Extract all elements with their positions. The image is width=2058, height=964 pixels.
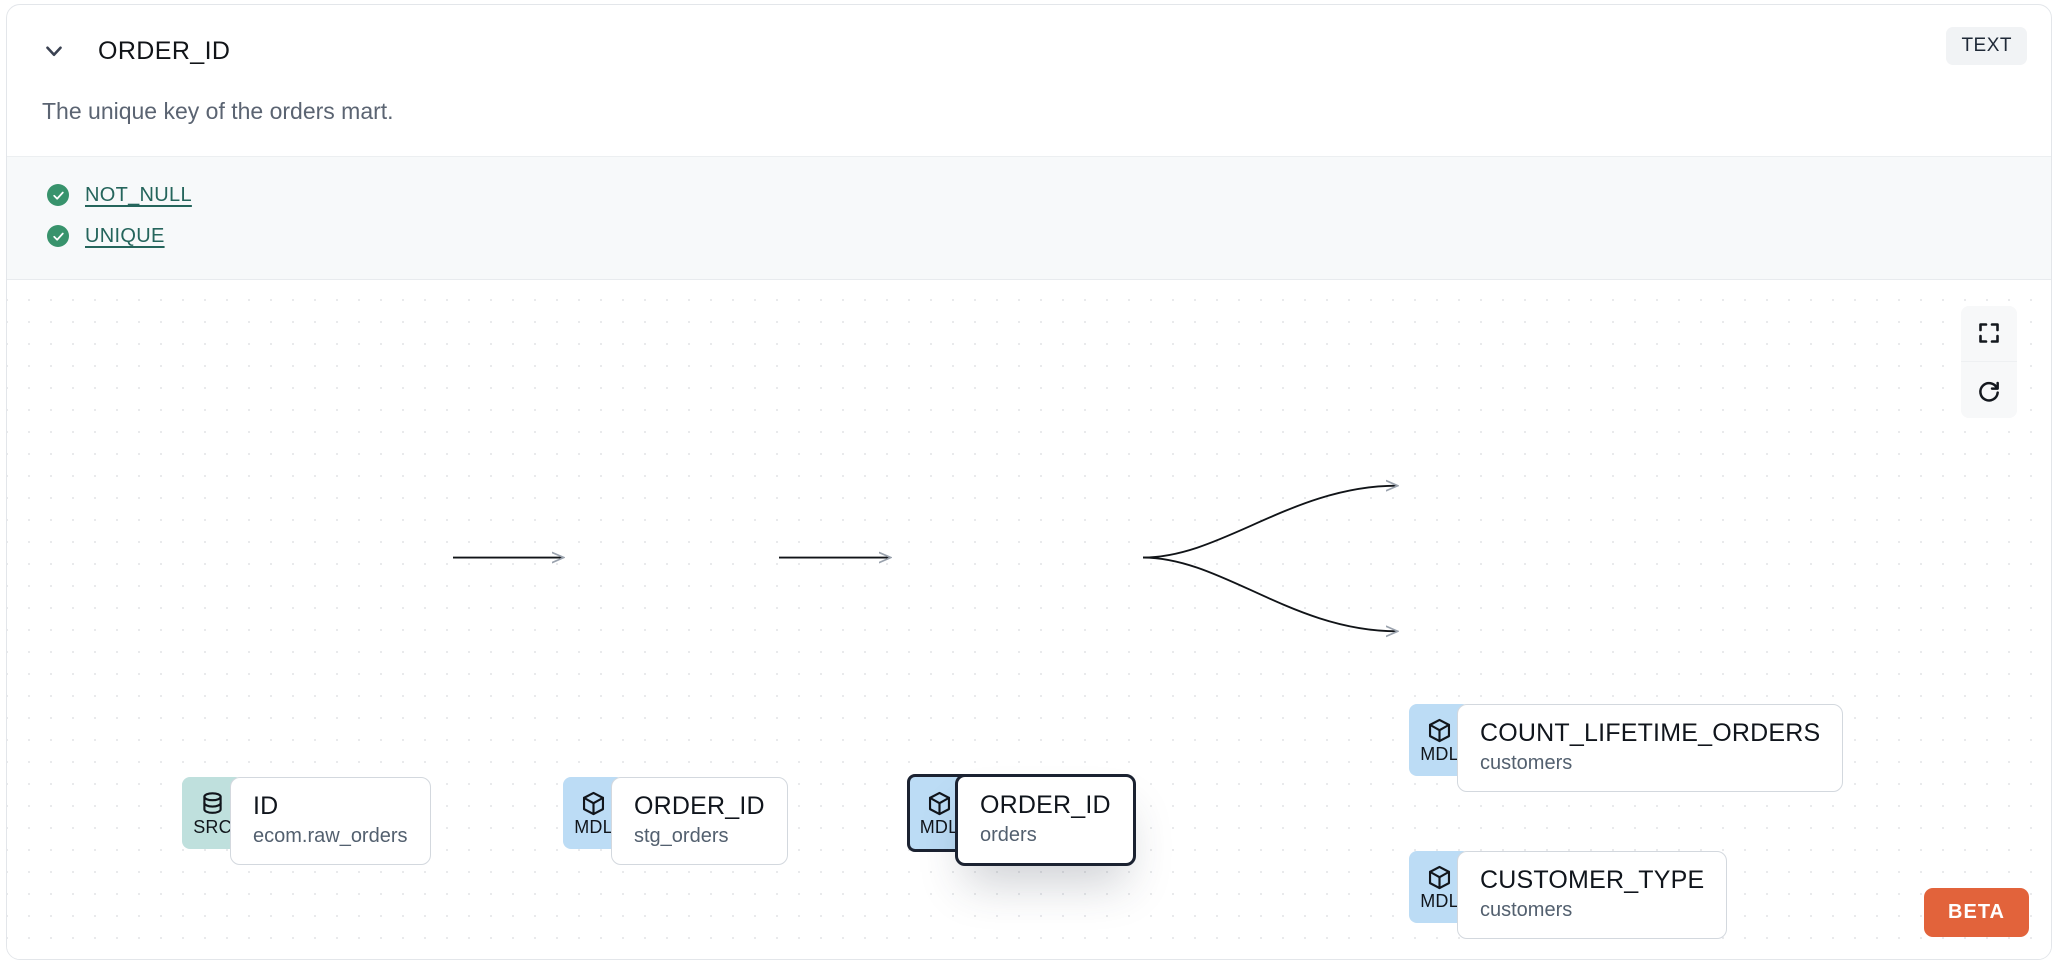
node-body[interactable]: ORDER_ID orders bbox=[955, 773, 1136, 866]
node-kind-label: MDL bbox=[1420, 743, 1459, 764]
node-source-name: customers bbox=[1480, 751, 1573, 774]
node-source-name: customers bbox=[1480, 898, 1573, 921]
node-source-name: stg_orders bbox=[634, 824, 729, 847]
node-column-name: ORDER_ID bbox=[980, 790, 1111, 819]
lineage-node-src-id[interactable]: SRC ID ecom.raw_orders bbox=[182, 776, 431, 865]
test-link-not-null[interactable]: NOT_NULL bbox=[85, 183, 192, 206]
beta-badge[interactable]: BETA bbox=[1924, 888, 2029, 937]
check-circle-icon bbox=[47, 225, 69, 248]
column-description: The unique key of the orders mart. bbox=[42, 98, 394, 124]
node-kind-label: MDL bbox=[1420, 890, 1459, 911]
fullscreen-icon bbox=[1977, 321, 2001, 345]
fit-view-button[interactable] bbox=[1961, 305, 2017, 362]
cube-icon bbox=[580, 790, 607, 817]
cube-icon bbox=[926, 790, 953, 817]
node-column-name: CUSTOMER_TYPE bbox=[1480, 865, 1705, 894]
check-circle-icon bbox=[47, 184, 69, 207]
test-link-unique[interactable]: UNIQUE bbox=[85, 224, 165, 247]
database-icon bbox=[199, 790, 226, 817]
test-row[interactable]: UNIQUE bbox=[7, 216, 2051, 257]
cube-icon bbox=[1426, 717, 1453, 744]
refresh-button[interactable] bbox=[1961, 361, 2017, 418]
canvas-controls bbox=[1961, 305, 2017, 418]
lineage-node-stg-order-id[interactable]: MDL ORDER_ID stg_orders bbox=[563, 776, 788, 865]
chevron-down-icon[interactable] bbox=[37, 34, 71, 68]
node-kind-label: MDL bbox=[574, 816, 613, 837]
test-row[interactable]: NOT_NULL bbox=[7, 175, 2051, 216]
lineage-node-customer-type[interactable]: MDL CUSTOMER_TYPE customers bbox=[1409, 850, 1728, 939]
node-column-name: COUNT_LIFETIME_ORDERS bbox=[1480, 718, 1821, 747]
edge-orders-to-customer-type bbox=[1142, 556, 1397, 631]
node-body[interactable]: ID ecom.raw_orders bbox=[230, 776, 431, 865]
node-column-name: ID bbox=[253, 791, 279, 820]
tests-section: NOT_NULL UNIQUE bbox=[7, 155, 2051, 280]
node-source-name: ecom.raw_orders bbox=[253, 824, 408, 847]
lineage-graph-canvas[interactable]: SRC ID ecom.raw_orders MDL ORDE bbox=[7, 279, 2051, 959]
node-body[interactable]: COUNT_LIFETIME_ORDERS customers bbox=[1457, 703, 1844, 792]
node-kind-label: SRC bbox=[193, 816, 232, 837]
data-type-badge[interactable]: TEXT bbox=[1946, 27, 2027, 65]
edge-orders-to-count-lifetime bbox=[1142, 485, 1397, 559]
lineage-node-orders-order-id[interactable]: MDL ORDER_ID orders bbox=[907, 773, 1136, 866]
cube-icon bbox=[1426, 864, 1453, 891]
lineage-node-count-lifetime-orders[interactable]: MDL COUNT_LIFETIME_ORDERS customers bbox=[1409, 703, 1844, 792]
node-source-name: orders bbox=[980, 823, 1037, 846]
card-header: ORDER_ID TEXT bbox=[7, 5, 2051, 97]
node-body[interactable]: CUSTOMER_TYPE customers bbox=[1457, 850, 1728, 939]
node-column-name: ORDER_ID bbox=[634, 791, 765, 820]
node-body[interactable]: ORDER_ID stg_orders bbox=[611, 776, 788, 865]
column-detail-card: ORDER_ID TEXT The unique key of the orde… bbox=[6, 4, 2052, 960]
refresh-icon bbox=[1976, 377, 2002, 403]
page-title: ORDER_ID bbox=[98, 36, 231, 65]
node-kind-label: MDL bbox=[919, 816, 959, 837]
